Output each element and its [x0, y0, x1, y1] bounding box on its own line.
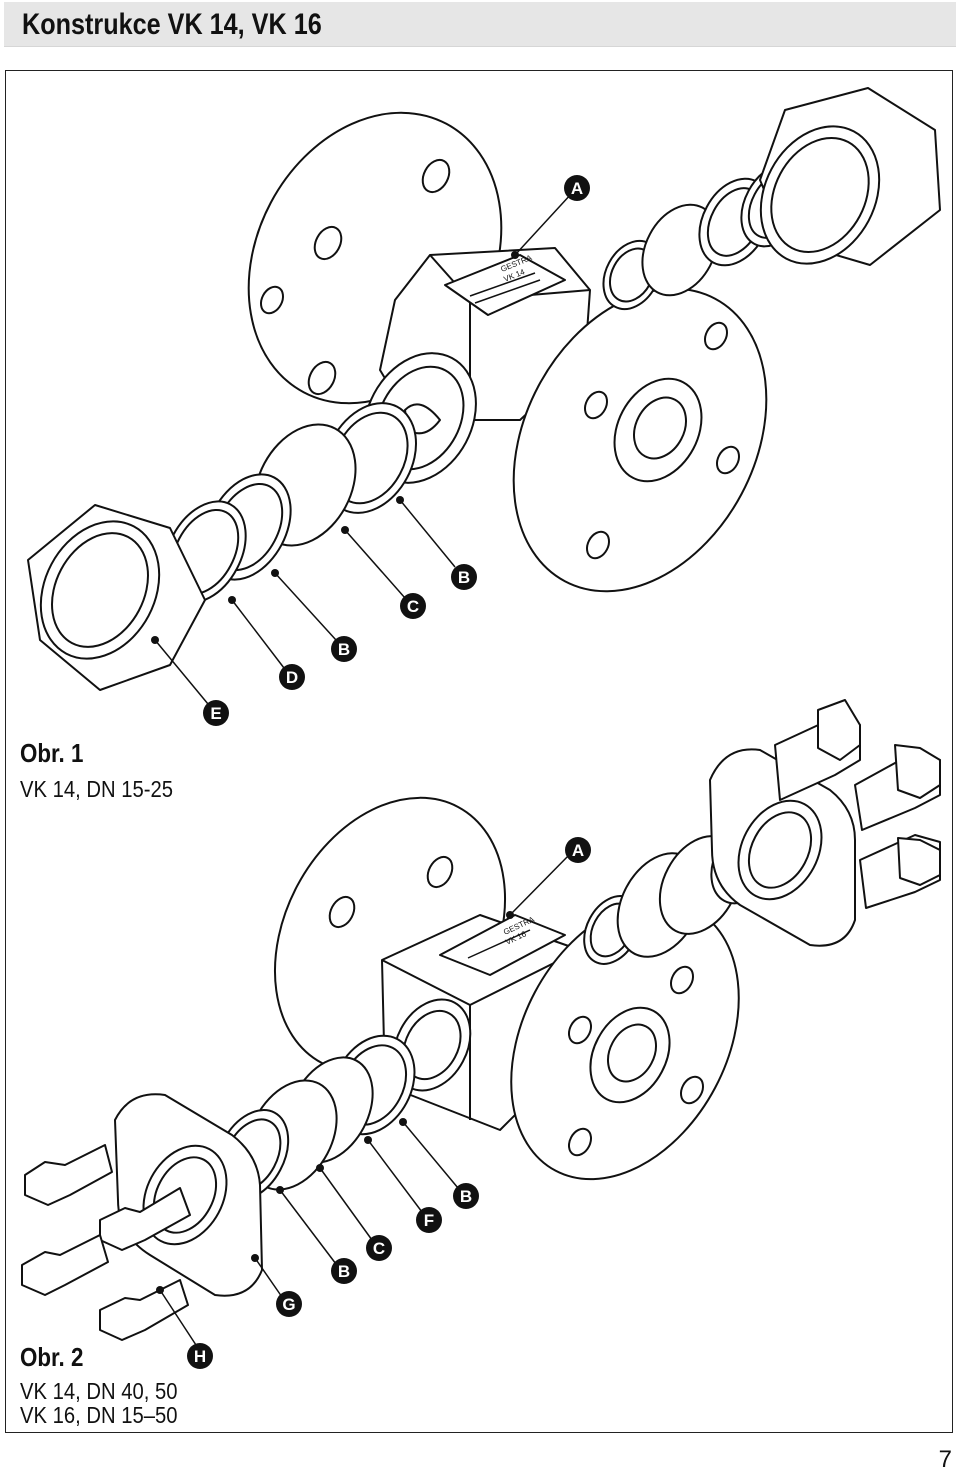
callout-d: D	[279, 664, 305, 690]
callout-a: A	[564, 175, 590, 201]
page-number: 7	[938, 1446, 952, 1473]
fig1-callouts: A B C B D E	[203, 175, 590, 726]
figure2-subtitle-line-1: VK 14, DN 40, 50	[20, 1378, 178, 1404]
callout-b: B	[451, 564, 477, 590]
callout-f: F	[416, 1207, 442, 1233]
svg-text:C: C	[407, 597, 419, 616]
figure2-caption: Obr. 2 VK 14, DN 40, 50 VK 16, DN 15–50	[20, 1342, 199, 1427]
fig2-right-bolts	[774, 699, 941, 909]
callout-g: G	[276, 1291, 302, 1317]
fig1-valve-assembly: GESTRA VK 14	[27, 87, 941, 705]
svg-text:B: B	[338, 640, 350, 659]
figure-frame	[5, 70, 953, 1433]
page-title: Konstrukce VK 14, VK 16	[22, 8, 322, 41]
callout-b: B	[331, 1258, 357, 1284]
fig1-front-flange	[512, 287, 768, 593]
svg-text:A: A	[572, 841, 584, 860]
callout-e: E	[203, 700, 229, 726]
figure2-subtitle-line-2: VK 16, DN 15–50	[20, 1402, 178, 1428]
fig1-leader-dots	[151, 251, 519, 644]
header-bar: Konstrukce VK 14, VK 16	[4, 2, 956, 47]
svg-text:F: F	[424, 1211, 434, 1230]
fig2-leader-lines	[159, 851, 573, 1346]
callout-h: H	[187, 1343, 213, 1369]
fig2-leader-dots	[156, 911, 514, 1294]
fig1-name-plate: GESTRA VK 14	[444, 253, 566, 316]
svg-text:B: B	[458, 568, 470, 587]
figure2-title: Obr. 2	[20, 1342, 84, 1372]
fig2-name-plate: GESTRA VK 16	[439, 914, 566, 976]
fig1-leader-lines	[154, 192, 573, 705]
callout-c: C	[400, 593, 426, 619]
fig2-front-flange	[510, 899, 740, 1181]
svg-text:B: B	[460, 1187, 472, 1206]
callout-c: C	[366, 1235, 392, 1261]
figure1-caption: Obr. 1 VK 14, DN 15-25	[20, 738, 194, 801]
svg-text:H: H	[194, 1347, 206, 1366]
fig2-left-bolts	[21, 1144, 191, 1341]
svg-text:A: A	[571, 179, 583, 198]
callout-b: B	[331, 636, 357, 662]
figure1-title: Obr. 1	[20, 738, 84, 768]
callout-a: A	[565, 837, 591, 863]
figure1-subtitle: VK 14, DN 15-25	[20, 776, 174, 802]
svg-text:B: B	[338, 1262, 350, 1281]
fig2-valve-assembly: GESTRA VK 16	[21, 699, 941, 1346]
fig2-right-parts	[583, 748, 856, 965]
svg-text:E: E	[210, 704, 221, 723]
fig1-left-parts	[27, 402, 418, 691]
svg-text:D: D	[286, 668, 298, 687]
svg-text:C: C	[373, 1239, 385, 1258]
svg-text:G: G	[282, 1295, 295, 1314]
callout-b: B	[453, 1183, 479, 1209]
fig1-right-parts	[602, 87, 941, 311]
fig2-callouts: A B F C B G H	[187, 837, 591, 1369]
